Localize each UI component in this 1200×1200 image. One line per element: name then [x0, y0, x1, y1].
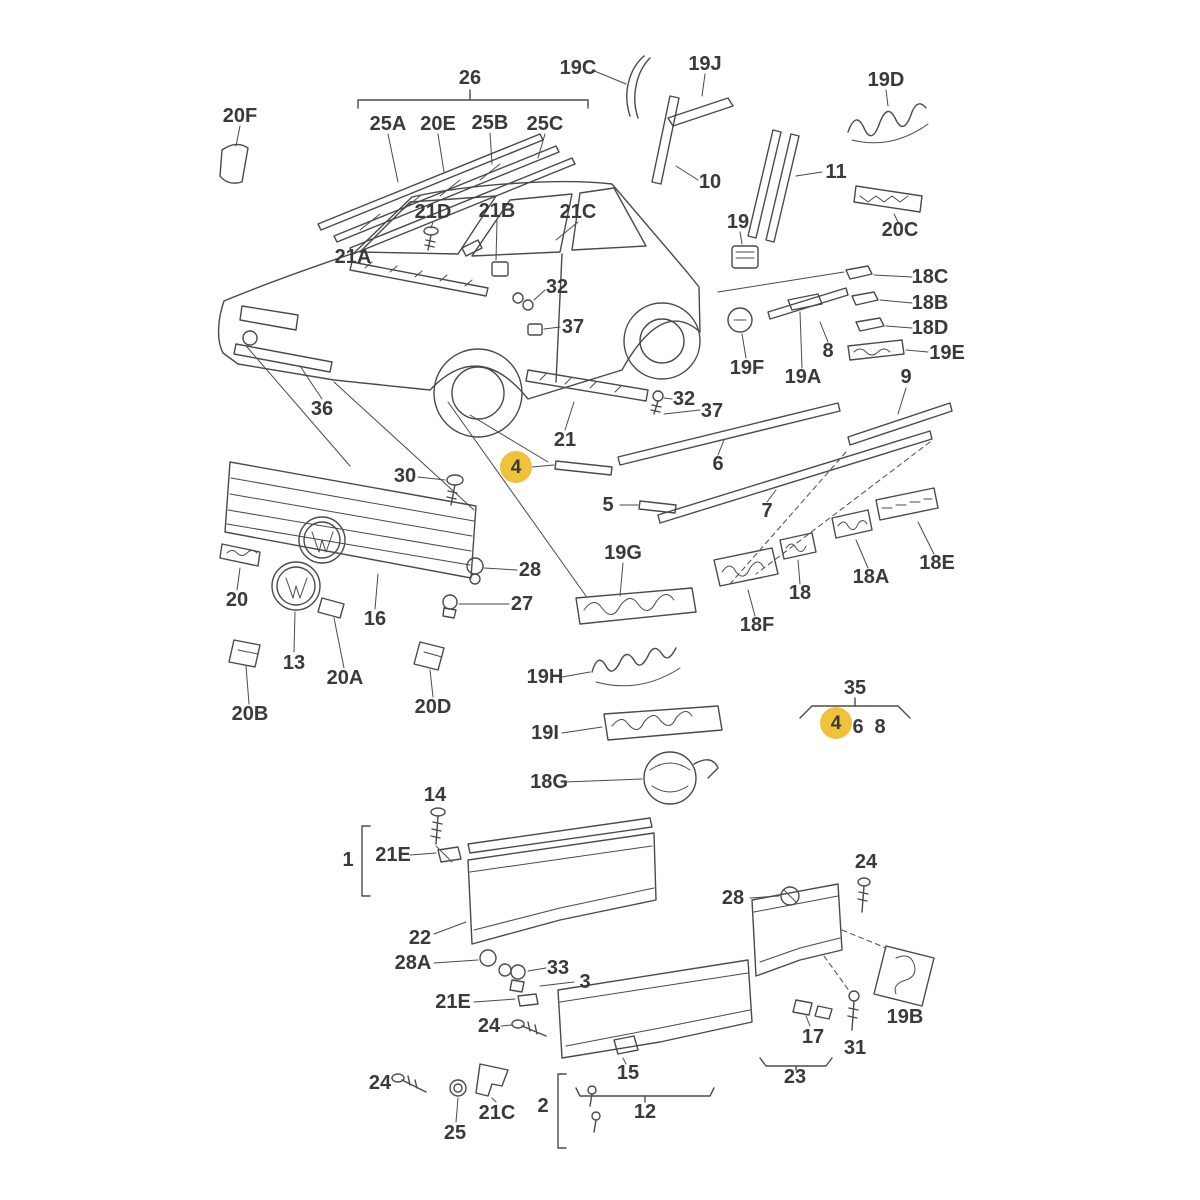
callout-33: 33	[546, 957, 570, 979]
callout-21A: 21A	[334, 246, 372, 268]
callout-24: 24	[368, 1072, 392, 1094]
callout-18G: 18G	[530, 771, 568, 793]
car-body	[219, 182, 700, 437]
callout-24: 24	[854, 851, 878, 873]
callout-18D: 18D	[911, 317, 949, 339]
callout-20B: 20B	[231, 703, 269, 725]
door-panel-rear-group	[750, 878, 934, 1070]
badge-group	[562, 488, 938, 804]
callout-19: 19	[726, 211, 750, 233]
callout-2: 2	[537, 1095, 549, 1117]
callout-22: 22	[408, 927, 432, 949]
callout-18F: 18F	[739, 614, 775, 636]
callout-21C: 21C	[478, 1102, 516, 1124]
callout-37: 37	[561, 316, 585, 338]
callout-36: 36	[310, 398, 334, 420]
callout-21D: 21D	[414, 201, 452, 223]
callout-19I: 19I	[531, 722, 559, 744]
callout-25: 25	[443, 1122, 467, 1144]
callout-19G: 19G	[604, 542, 642, 564]
callout-37: 37	[700, 400, 724, 422]
callout-26: 26	[458, 67, 482, 89]
callout-9: 9	[900, 366, 912, 388]
side-moldings-group	[526, 370, 952, 584]
bumper-strip-36	[234, 344, 332, 372]
callout-19H: 19H	[526, 666, 564, 688]
callout-18C: 18C	[911, 266, 949, 288]
callout-10: 10	[698, 171, 722, 193]
callout-25A: 25A	[369, 113, 407, 135]
callout-19F: 19F	[729, 357, 765, 379]
callout-18A: 18A	[852, 566, 890, 588]
projection-lines	[247, 347, 586, 596]
bracket-35-group	[800, 698, 910, 718]
callout-21: 21	[553, 429, 577, 451]
callout-31: 31	[843, 1037, 867, 1059]
callout-24: 24	[477, 1015, 501, 1037]
callout-21E: 21E	[435, 991, 471, 1013]
callout-7: 7	[761, 500, 773, 522]
callout-19D: 19D	[867, 69, 905, 91]
upper-detail-group	[220, 126, 578, 335]
callout-20C: 20C	[881, 219, 919, 241]
callout-28: 28	[721, 887, 745, 909]
callout-32: 32	[672, 388, 696, 410]
pillar-trim-group	[592, 56, 928, 242]
callout-1: 1	[342, 849, 354, 871]
callout-6: 6	[712, 453, 724, 475]
callout-19J: 19J	[688, 53, 722, 75]
callout-8: 8	[822, 340, 834, 362]
callout-17: 17	[801, 1026, 825, 1048]
callout-19C: 19C	[559, 57, 597, 79]
callout-19B: 19B	[886, 1006, 924, 1028]
callout-12: 12	[633, 1101, 657, 1123]
callout-5: 5	[602, 494, 614, 516]
callout-15: 15	[616, 1062, 640, 1084]
callout-18B: 18B	[911, 292, 949, 314]
callout-21C: 21C	[559, 201, 597, 223]
callout-30: 30	[393, 465, 417, 487]
callout-27: 27	[510, 593, 534, 615]
callout-20F: 20F	[222, 105, 258, 127]
callout-28: 28	[518, 559, 542, 581]
callout-32: 32	[545, 276, 569, 298]
roof-moldings-group	[318, 90, 588, 254]
callout-6: 6	[852, 716, 864, 738]
callout-25C: 25C	[526, 113, 564, 135]
callout-13: 13	[282, 652, 306, 674]
callout-14: 14	[423, 784, 447, 806]
callout-3: 3	[579, 971, 591, 993]
callout-8: 8	[874, 716, 886, 738]
callout-11: 11	[825, 161, 847, 183]
callout-21E: 21E	[375, 844, 411, 866]
callout-16: 16	[363, 608, 387, 630]
grille-group	[220, 462, 517, 704]
callout-20E: 20E	[420, 113, 456, 135]
callout-28A: 28A	[394, 952, 432, 974]
callout-20D: 20D	[414, 696, 452, 718]
callout-21B: 21B	[478, 200, 516, 222]
callout-35: 35	[843, 677, 867, 699]
callout-20A: 20A	[326, 667, 364, 689]
callout-4: 4	[820, 707, 852, 739]
door-panel-front-group	[362, 808, 752, 1148]
callout-25B: 25B	[471, 112, 509, 134]
callout-18E: 18E	[919, 552, 955, 574]
callout-20: 20	[225, 589, 249, 611]
callout-19A: 19A	[784, 366, 822, 388]
callout-18: 18	[788, 582, 812, 604]
callout-19E: 19E	[929, 342, 965, 364]
side-clips-group	[718, 232, 928, 368]
callout-4: 4	[500, 451, 532, 483]
callout-23: 23	[783, 1066, 807, 1088]
